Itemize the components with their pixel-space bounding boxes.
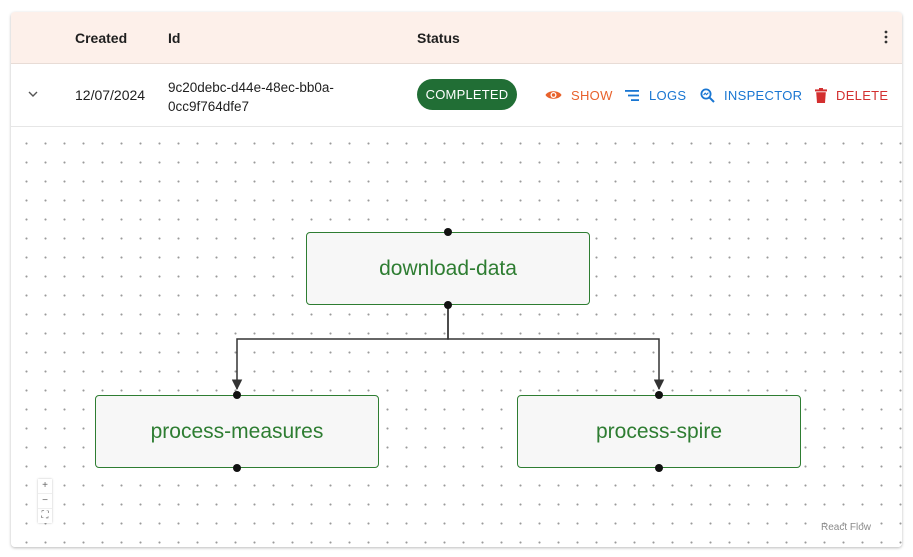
flow-controls: + − ⛶ <box>38 479 52 523</box>
inspector-button[interactable]: INSPECTOR <box>700 86 802 104</box>
status-badge: COMPLETED <box>417 79 517 110</box>
header-status: Status <box>417 30 460 46</box>
flow-canvas[interactable]: download-data process-measures process-s… <box>11 127 902 547</box>
show-label: SHOW <box>571 87 613 103</box>
search-insights-icon <box>700 88 715 103</box>
table-header: Created Id Status <box>11 12 902 64</box>
workflow-id-line2: 0cc9f764dfe7 <box>168 99 250 114</box>
header-id: Id <box>168 30 181 46</box>
chevron-down-icon[interactable] <box>24 85 42 103</box>
list-icon <box>625 89 639 101</box>
node-process-measures[interactable]: process-measures <box>95 395 379 468</box>
node-measures-source-handle[interactable] <box>233 464 241 472</box>
zoom-out-button[interactable]: − <box>38 494 52 509</box>
node-spire-target-handle[interactable] <box>655 391 663 399</box>
node-process-spire[interactable]: process-spire <box>517 395 801 468</box>
edge-download-to-measures <box>231 307 449 391</box>
workflow-id: 9c20debc-d44e-48ec-bb0a- 0cc9f764dfe7 <box>168 78 368 116</box>
node-download-label: download-data <box>379 256 517 280</box>
flow-edges <box>231 307 665 391</box>
node-spire-label: process-spire <box>595 419 723 443</box>
trash-icon <box>815 87 827 103</box>
table-row: 12/07/2024 9c20debc-d44e-48ec-bb0a- 0cc9… <box>11 64 902 127</box>
workflow-id-line1: 9c20debc-d44e-48ec-bb0a- <box>168 80 334 95</box>
edge-download-to-spire <box>447 307 665 391</box>
node-spire-source-handle[interactable] <box>655 464 663 472</box>
delete-button[interactable]: DELETE <box>815 86 888 104</box>
inspector-label: INSPECTOR <box>724 87 803 103</box>
node-download-source-handle[interactable] <box>444 301 452 309</box>
show-button[interactable]: SHOW <box>545 86 613 104</box>
eye-icon <box>545 91 562 99</box>
workflow-card: Created Id Status 12/07/2024 9c20debc-d4… <box>11 12 902 547</box>
zoom-in-button[interactable]: + <box>38 479 52 494</box>
delete-label: DELETE <box>836 87 889 103</box>
more-vert-icon[interactable] <box>880 26 892 48</box>
header-created: Created <box>75 30 128 46</box>
logs-button[interactable]: LOGS <box>625 86 686 104</box>
node-download-data[interactable]: download-data <box>306 232 590 305</box>
node-download-target-handle[interactable] <box>444 228 452 236</box>
created-date: 12/07/2024 <box>75 87 146 103</box>
react-flow-attribution[interactable]: React Flow <box>820 522 871 533</box>
node-measures-target-handle[interactable] <box>233 391 241 399</box>
fit-view-button[interactable]: ⛶ <box>41 510 49 521</box>
node-measures-label: process-measures <box>150 419 324 443</box>
logs-label: LOGS <box>649 87 687 103</box>
